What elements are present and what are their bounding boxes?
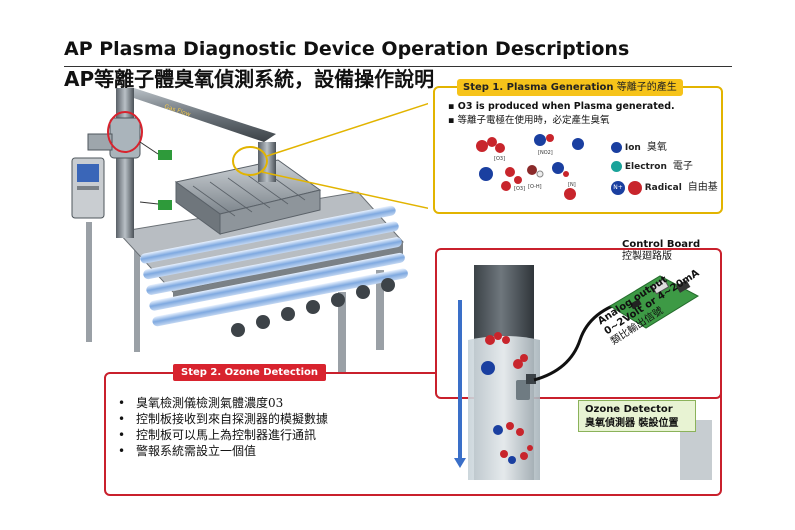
- legend-label: Radical: [644, 183, 682, 193]
- step2-bullet: 控制板接收到來自探測器的模擬數據: [118, 411, 328, 427]
- page-subtitle: AP等離子體臭氧偵測系統，設備操作說明: [64, 67, 435, 91]
- legend-radical: N+ Radical 自由基: [611, 178, 718, 195]
- molecule-label: [N]: [568, 182, 576, 188]
- electron-legend-icon: [611, 161, 622, 172]
- molecule-label: [O-H]: [528, 184, 542, 190]
- step1-title-zh: 等離子的產生: [616, 82, 677, 93]
- step2-bullet: 控制板可以馬上為控制器進行通訊: [118, 427, 328, 443]
- molecule-label: [NO2]: [538, 150, 553, 156]
- legend-label-zh: 自由基: [687, 182, 718, 193]
- plasma-focus-circle: [232, 146, 268, 176]
- legend-label: Ion: [624, 143, 641, 153]
- pcb-icon-2: [158, 200, 172, 210]
- ozone-detector-subtitle: 臭氧偵測器 裝設位置: [585, 418, 679, 429]
- step1-bullet: ▪ 等離子電極在使用時，必定產生臭氧: [448, 115, 610, 126]
- title-divider: [64, 66, 732, 67]
- legend-label: Electron: [624, 162, 667, 172]
- plasma-machine-illustration: Gas Flow: [71, 88, 428, 382]
- step1-bullets: ▪ O3 is produced when Plasma generated. …: [448, 100, 675, 128]
- roller-tubes: [140, 205, 408, 327]
- machine-frame: [86, 222, 384, 382]
- page-title: AP Plasma Diagnostic Device Operation De…: [64, 38, 630, 60]
- ozone-detector-title: Ozone Detector: [585, 404, 673, 415]
- no2-molecule-icon: [534, 134, 546, 146]
- ozone-detector-label: Ozone Detector 臭氧偵測器 裝設位置: [578, 400, 696, 432]
- radical-o-icon: [627, 180, 642, 195]
- molecule-label: [O3]: [514, 186, 525, 192]
- step1-bullet-text: 等離子電極在使用時，必定產生臭氧: [457, 115, 610, 126]
- step1-bullet-text: O3 is produced when Plasma generated.: [457, 101, 675, 112]
- control-board-subtitle: 控製廻路版: [622, 251, 672, 262]
- detector-probe: [516, 374, 536, 400]
- legend-label-zh: 電子: [672, 161, 693, 172]
- molecule-diagram: [O3] [NO2] [O3] [O-H] [N]: [476, 134, 584, 200]
- step2-bullet: 臭氧檢測儀檢測氣體濃度03: [118, 395, 328, 411]
- pcb-icon: [158, 150, 172, 160]
- step2-label: Step 2. Ozone Detection: [173, 364, 326, 381]
- roller-wheels: [231, 278, 395, 337]
- ozone-molecule-icon: [505, 167, 515, 177]
- legend-ion: Ion 臭氧: [611, 138, 667, 153]
- radical-legend-icon: N+: [611, 180, 625, 195]
- step1-bullet: ▪ O3 is produced when Plasma generated.: [448, 101, 675, 112]
- molecule-label: [O3]: [494, 156, 505, 162]
- ozone-molecule-icon: [476, 140, 488, 152]
- ion-icon: [611, 142, 622, 153]
- legend-electron: Electron 電子: [611, 157, 693, 172]
- hmi-screen-icon: [77, 164, 99, 182]
- detector-detail-illustration: [454, 265, 712, 480]
- gas-particles: [481, 332, 533, 464]
- control-board-label: Control Board 控製廻路版: [622, 239, 700, 263]
- radical-n-icon: [552, 162, 564, 174]
- step2-bullets: 臭氧檢測儀檢測氣體濃度03 控制板接收到來自探測器的模擬數據 控制板可以馬上為控…: [118, 395, 328, 459]
- oxygen-radical-icon: [564, 188, 576, 200]
- step2-bullet: 警報系統需設立一個值: [118, 443, 328, 459]
- radical-n-icon: [479, 167, 493, 181]
- control-board-title: Control Board: [622, 239, 701, 250]
- step1-title: Step 1. Plasma Generation: [463, 82, 614, 93]
- transparent-duct: [468, 336, 540, 480]
- detector-highlight-circle: [107, 111, 143, 153]
- legend-label-zh: 臭氧: [646, 142, 667, 153]
- electron-icon: [572, 138, 584, 150]
- signal-cable: [533, 298, 631, 382]
- step1-label: Step 1. Plasma Generation 等離子的產生: [457, 79, 683, 96]
- control-board-pcb: [609, 275, 700, 329]
